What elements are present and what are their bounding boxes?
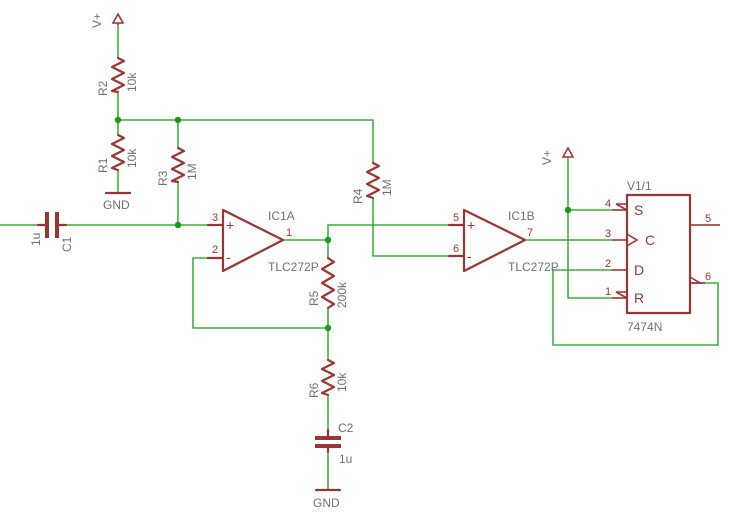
c1-name: C1	[60, 236, 74, 252]
vplus-symbol-left: V+	[90, 12, 125, 28]
gnd-label-bottom: GND	[313, 496, 340, 510]
c2-name: C2	[338, 421, 354, 435]
opamp-ic1b: + - 5 6 7 IC1B TLC272P	[447, 208, 559, 274]
r3-value: 1M	[185, 163, 199, 180]
junction-dot	[174, 116, 182, 124]
r4-value: 1M	[380, 179, 394, 196]
junction-dot	[564, 206, 572, 214]
ff-pin-c-num: 3	[605, 228, 611, 240]
opamp-ic1a: + - 3 2 1 IC1A TLC272P	[206, 208, 319, 274]
vplus-symbol-right: V+	[540, 146, 575, 165]
ff-pin-d-name: D	[634, 262, 644, 278]
ic1b-pin-out: 7	[527, 227, 533, 239]
resistor-r1: R1 10k	[96, 133, 139, 173]
junction-dot	[174, 221, 182, 229]
ic1a-pin-out: 1	[286, 227, 292, 239]
r3-name: R3	[156, 170, 170, 186]
ic1a-name: IC1A	[268, 209, 295, 223]
c1-value: 1u	[29, 233, 43, 246]
vplus-label-right: V+	[540, 150, 554, 165]
ff-pin-d-num: 2	[605, 258, 611, 270]
resistor-r5: R5 200k	[307, 256, 349, 310]
junction-dots	[114, 116, 572, 332]
ff-pin-qbar-num: 6	[705, 271, 711, 283]
ff-pin-s-name: S	[634, 202, 643, 218]
ff-pin-q-num: 5	[705, 213, 711, 225]
r1-value: 10k	[125, 148, 139, 168]
ic1b-part: TLC272P	[508, 260, 559, 274]
capacitor-c1: 1u C1	[29, 212, 74, 252]
r6-value: 10k	[335, 372, 349, 392]
ff-pin-r-num: 1	[605, 286, 611, 298]
ic1a-plus-sign: +	[226, 217, 234, 233]
junction-dot	[324, 324, 332, 332]
ff-pin-r-name: R	[634, 290, 644, 306]
resistor-r2: R2 10k	[96, 56, 139, 96]
ff-part: 7474N	[627, 320, 662, 334]
gnd-label-top: GND	[103, 198, 130, 212]
ff-name: V1/1	[627, 179, 652, 193]
flipflop-7474: S C D R 4 3 2 1 5 6 V1/1 7474N	[605, 179, 720, 334]
ic1b-minus-sign: -	[467, 248, 472, 264]
r2-value: 10k	[125, 72, 139, 92]
gnd-symbol-bottom: GND	[313, 488, 342, 510]
r5-name: R5	[307, 290, 321, 306]
junction-dot	[324, 236, 332, 244]
ic1b-pin-minus: 6	[453, 243, 459, 255]
vplus-label-left: V+	[90, 13, 104, 28]
ic1b-plus-sign: +	[467, 217, 475, 233]
junction-dot	[114, 116, 122, 124]
gnd-symbol-top: GND	[103, 191, 132, 212]
ff-pin-s-num: 4	[605, 198, 611, 210]
r6-name: R6	[307, 382, 321, 398]
ic1b-name: IC1B	[508, 209, 535, 223]
ic1a-pin-plus: 3	[212, 212, 218, 224]
c2-value: 1u	[339, 452, 352, 466]
resistor-r6: R6 10k	[307, 358, 349, 398]
r5-value: 200k	[335, 281, 349, 308]
capacitor-c2: C2 1u	[315, 421, 354, 466]
r4-name: R4	[351, 188, 365, 204]
ff-pin-c-name: C	[645, 232, 655, 248]
r1-name: R1	[96, 157, 110, 173]
ic1b-pin-plus: 5	[453, 212, 459, 224]
ic1a-minus-sign: -	[226, 249, 231, 265]
resistor-r4: R4 1M	[351, 161, 394, 204]
r2-name: R2	[96, 80, 110, 96]
ic1a-part: TLC272P	[268, 260, 319, 274]
resistor-r3: R3 1M	[156, 146, 199, 186]
ic1a-pin-minus: 2	[212, 244, 218, 256]
